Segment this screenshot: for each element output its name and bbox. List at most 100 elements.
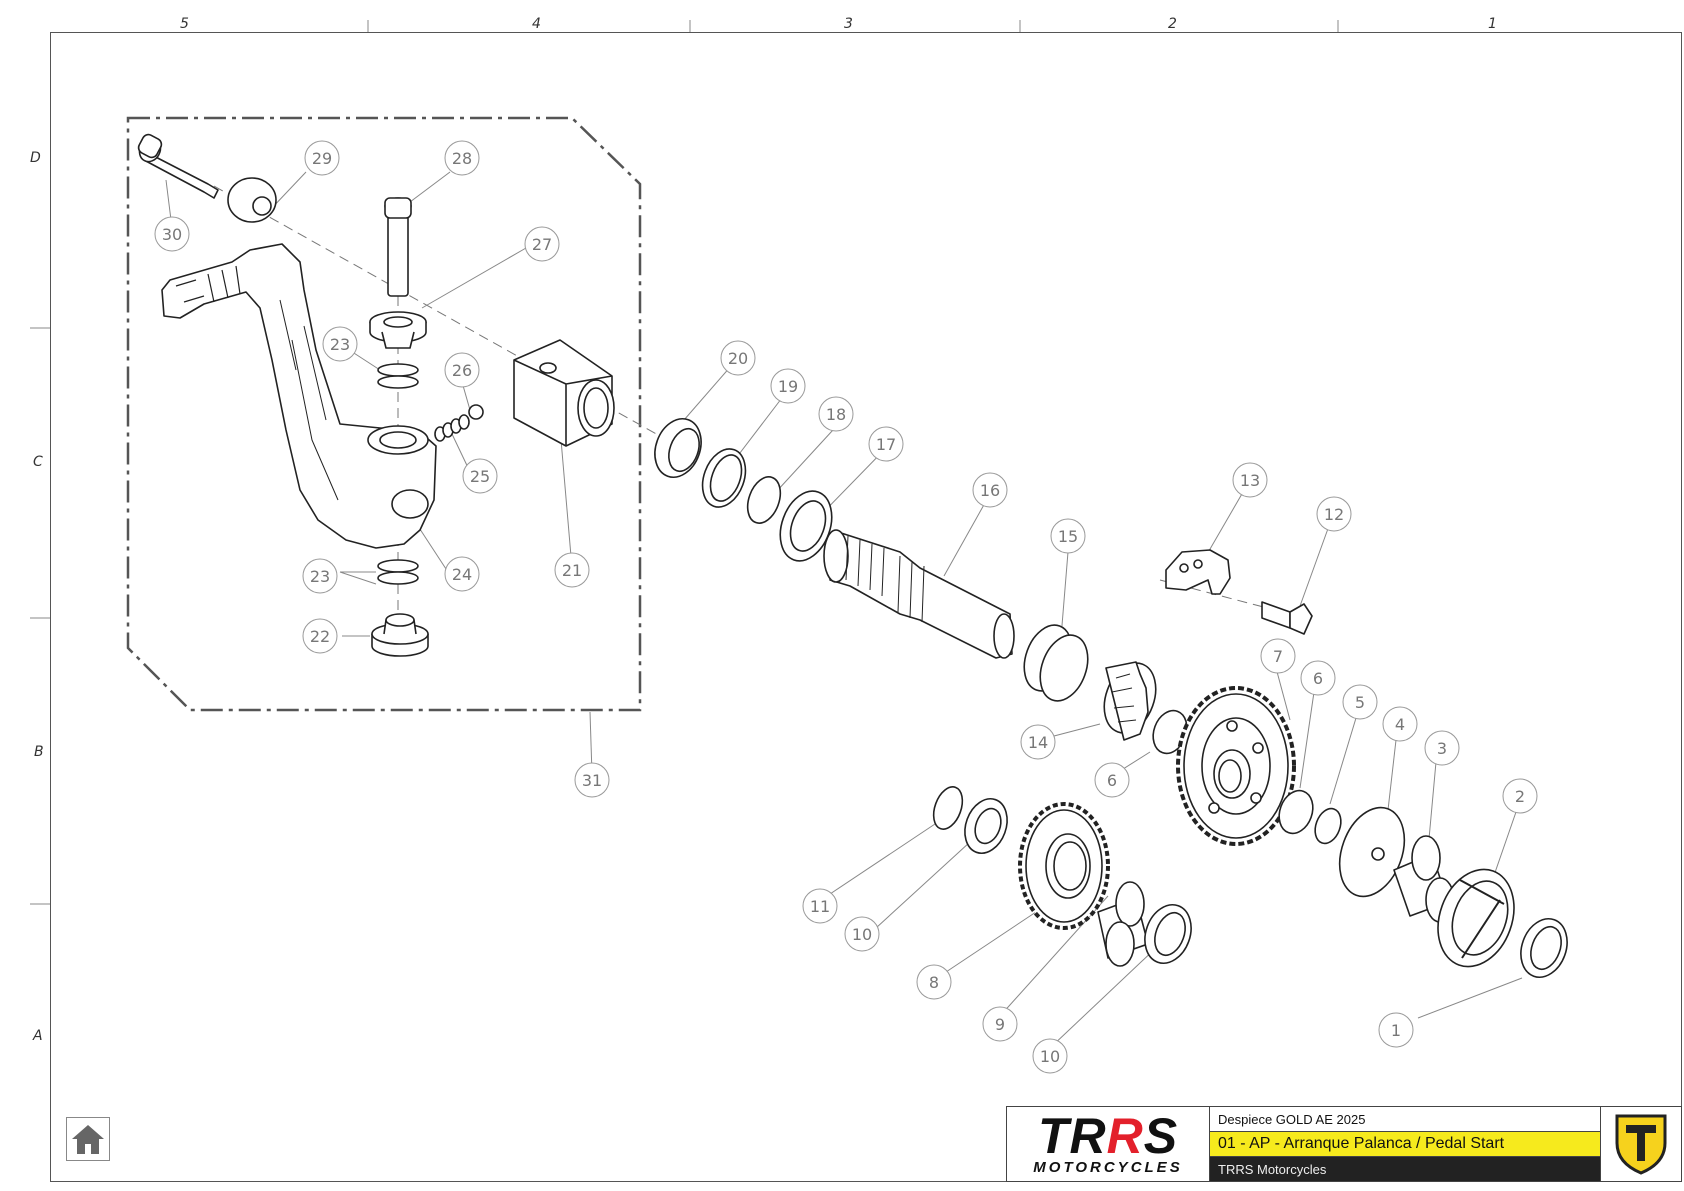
callout-6-upper: 6 (1300, 660, 1336, 696)
svg-text:11: 11 (810, 897, 830, 916)
part-7-kick-gear (1176, 686, 1296, 846)
part-12-bolt (1261, 601, 1313, 635)
trrs-logo: TRRS MOTORCYCLES (1007, 1107, 1210, 1181)
callout-7: 7 (1260, 638, 1296, 674)
home-icon (72, 1125, 104, 1154)
logo-wordmark: TRRS (1037, 1107, 1179, 1164)
zone-ticks (30, 20, 1339, 905)
callout-15: 15 (1050, 518, 1086, 554)
callout-3: 3 (1424, 730, 1460, 766)
callout-5: 5 (1342, 684, 1378, 720)
callout-12: 12 (1316, 496, 1352, 532)
svg-text:4: 4 (1395, 715, 1405, 734)
svg-text:20: 20 (728, 349, 748, 368)
callout-24: 24 (444, 556, 480, 592)
part-15-spring (1023, 624, 1089, 702)
callout-28: 28 (444, 140, 480, 176)
emblem-cell (1600, 1107, 1681, 1181)
part-10-washer-b (1144, 904, 1192, 964)
svg-text:30: 30 (162, 225, 182, 244)
svg-text:28: 28 (452, 149, 472, 168)
part-13-ratchet-guide (1165, 549, 1231, 595)
part-20-seal (654, 418, 702, 478)
svg-text:26: 26 (452, 361, 472, 380)
svg-text:29: 29 (312, 149, 332, 168)
svg-text:22: 22 (310, 627, 330, 646)
svg-text:13: 13 (1240, 471, 1260, 490)
svg-text:5: 5 (1355, 693, 1365, 712)
part-9-bushing (1097, 881, 1149, 967)
part-14-ratchet (1103, 661, 1157, 741)
callout-23-lower: 23 (302, 558, 338, 594)
svg-text:10: 10 (1040, 1047, 1060, 1066)
svg-text:12: 12 (1324, 505, 1344, 524)
part-5-circlip (1314, 807, 1342, 845)
part-2-return-spring (1437, 868, 1515, 968)
svg-text:21: 21 (562, 561, 582, 580)
subassembly-boundary (126, 116, 642, 712)
part-16-kick-shaft (823, 529, 1015, 659)
callout-26: 26 (444, 352, 480, 388)
callout-13: 13 (1232, 462, 1268, 498)
part-10-washer-a (964, 798, 1008, 854)
svg-text:31: 31 (582, 771, 602, 790)
svg-text:16: 16 (980, 481, 1000, 500)
svg-text:15: 15 (1058, 527, 1078, 546)
svg-text:2: 2 (1515, 787, 1525, 806)
part-18-circlip (746, 476, 782, 524)
part-21-pivot-block (513, 339, 615, 447)
svg-text:19: 19 (778, 377, 798, 396)
svg-text:24: 24 (452, 565, 472, 584)
callout-29: 29 (304, 140, 340, 176)
svg-text:7: 7 (1273, 647, 1283, 666)
svg-text:23: 23 (310, 567, 330, 586)
part-8-idler-gear (1018, 802, 1110, 930)
callout-18: 18 (818, 396, 854, 432)
leader-lines (165, 171, 1523, 1049)
title-block-text: Despiece GOLD AE 2025 01 - AP - Arranque… (1210, 1107, 1600, 1181)
part-23-oring-top-a (377, 363, 419, 377)
zone-row-a: A (33, 1028, 43, 1044)
logo-subtext: MOTORCYCLES (1033, 1158, 1183, 1176)
part-22-bushing (371, 613, 429, 657)
svg-text:1: 1 (1391, 1021, 1401, 1040)
parts (137, 133, 1568, 978)
zone-row-d: D (30, 150, 41, 166)
callout-10-b: 10 (1032, 1038, 1068, 1074)
callout-30: 30 (154, 216, 190, 252)
part-28-screw (384, 197, 412, 297)
svg-text:14: 14 (1028, 733, 1048, 752)
zone-col-1: 1 (1488, 16, 1497, 32)
callout-17: 17 (868, 426, 904, 462)
callout-27: 27 (524, 226, 560, 262)
part-25-spring (434, 414, 470, 442)
part-27-cap (369, 311, 427, 349)
svg-text:25: 25 (470, 467, 490, 486)
callout-2: 2 (1502, 778, 1538, 814)
svg-text:17: 17 (876, 435, 896, 454)
callout-1: 1 (1378, 1012, 1414, 1048)
svg-text:8: 8 (929, 973, 939, 992)
home-button[interactable] (66, 1117, 110, 1161)
svg-text:23: 23 (330, 335, 350, 354)
svg-text:27: 27 (532, 235, 552, 254)
company-name: TRRS Motorcycles (1210, 1157, 1600, 1181)
callout-22: 22 (302, 618, 338, 654)
part-26-ball (468, 404, 484, 420)
callout-31: 31 (574, 762, 610, 798)
zone-row-c: C (33, 454, 43, 470)
zone-col-2: 2 (1168, 16, 1177, 32)
callout-6-lower: 6 (1094, 762, 1130, 798)
part-23-oring-bottom-b (377, 571, 419, 585)
svg-text:10: 10 (852, 925, 872, 944)
section-title: 01 - AP - Arranque Palanca / Pedal Start (1210, 1132, 1600, 1157)
title-block: TRRS MOTORCYCLES Despiece GOLD AE 2025 0… (1006, 1106, 1682, 1182)
part-11-circlip (932, 786, 964, 830)
callout-23-upper: 23 (322, 326, 358, 362)
svg-text:6: 6 (1107, 771, 1117, 790)
part-4-washer (1338, 806, 1406, 898)
callout-11: 11 (802, 888, 838, 924)
part-1-washer (1520, 918, 1568, 978)
callout-14: 14 (1020, 724, 1056, 760)
